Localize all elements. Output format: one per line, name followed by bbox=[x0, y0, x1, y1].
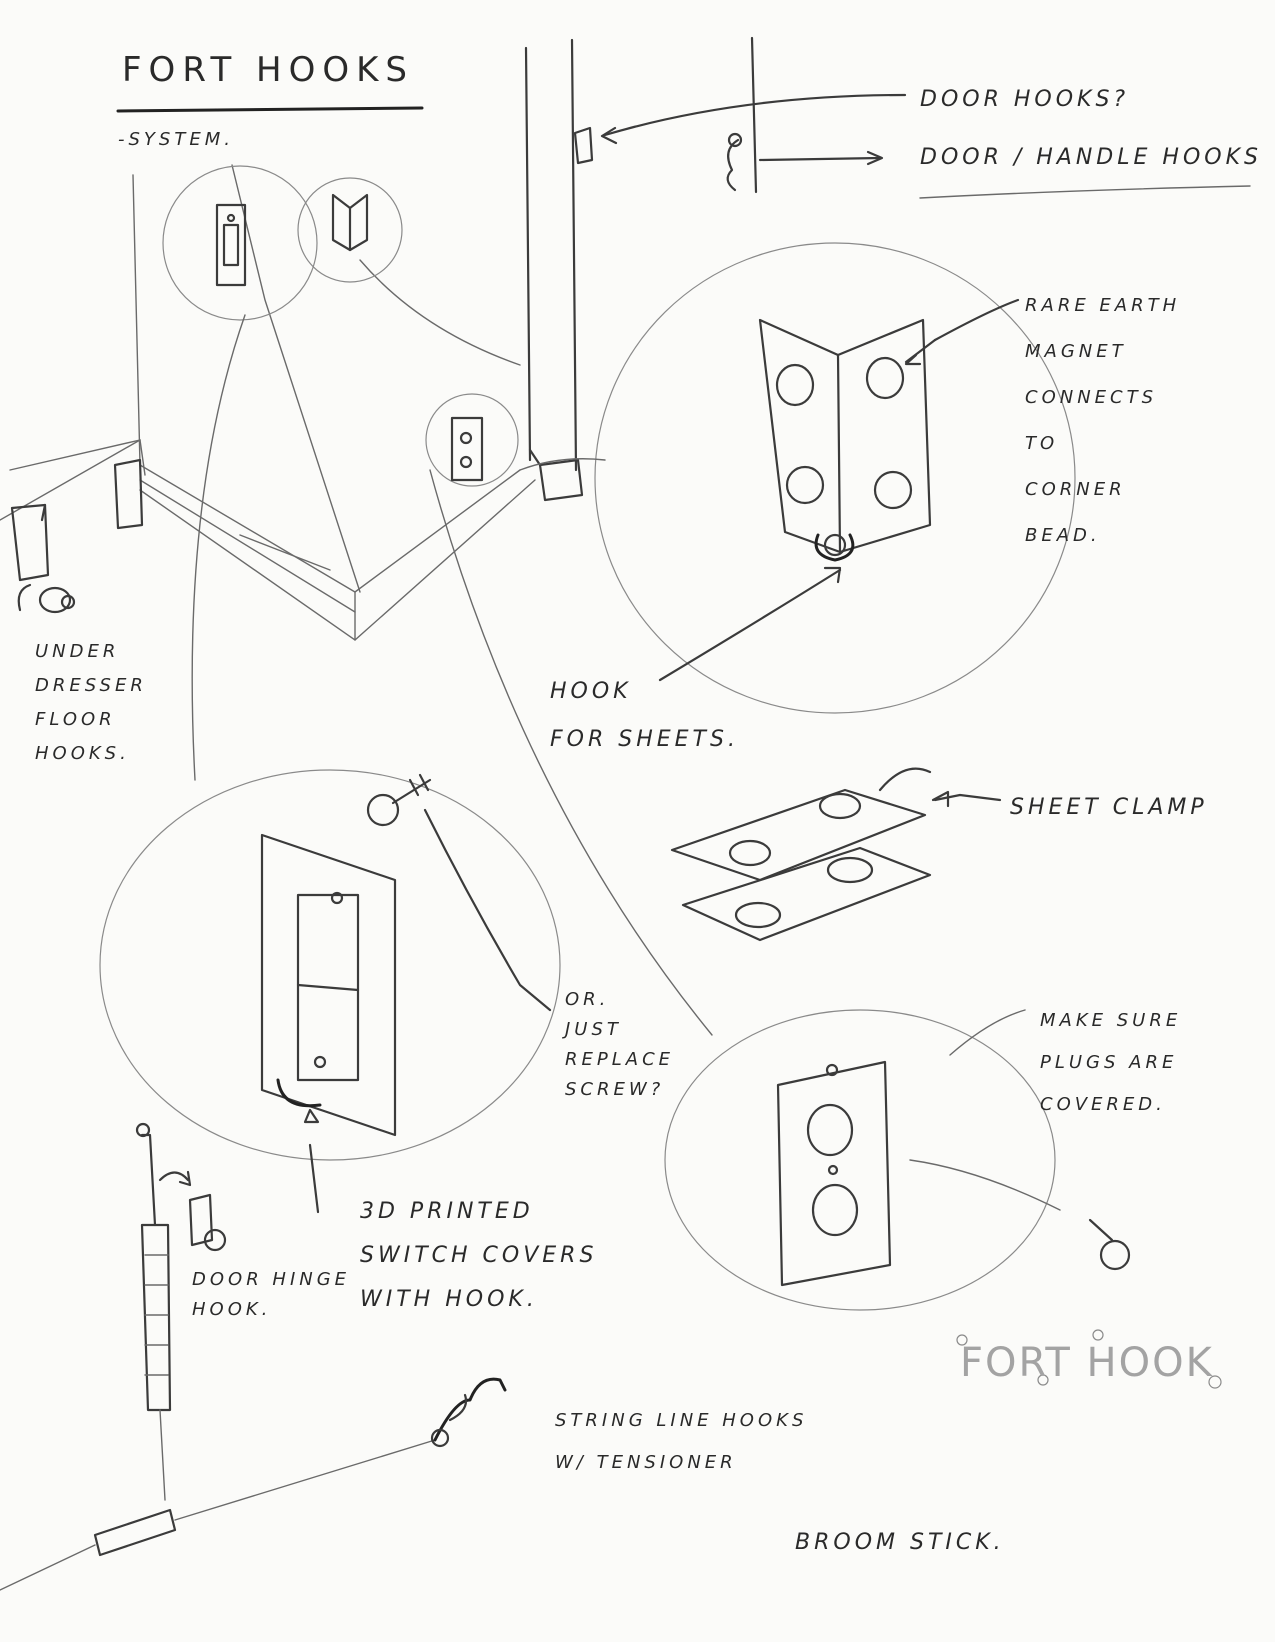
corner-zoom-circle bbox=[297, 177, 403, 283]
label-under-dresser: UNDER DRESSER FLOOR HOOKS. bbox=[35, 641, 147, 764]
label-sheet-clamp: SHEET CLAMP bbox=[1010, 795, 1208, 820]
label-door-hinge: DOOR HINGE HOOK. bbox=[192, 1269, 351, 1320]
title-underline bbox=[116, 106, 424, 113]
label-switch-covers: 3D PRINTED SWITCH COVERS WITH HOOK. bbox=[360, 1199, 598, 1312]
string-line-drawing bbox=[0, 1377, 507, 1591]
label-door-hooks: DOOR HOOKS? bbox=[920, 87, 1130, 112]
label-string-line: STRING LINE HOOKS W/ TENSIONER bbox=[555, 1410, 808, 1473]
door-hook-drawing bbox=[573, 36, 907, 194]
magnet-bracket-circle bbox=[519, 242, 1076, 714]
room-corner-drawing bbox=[0, 38, 584, 641]
door-hooks-divider bbox=[919, 185, 1251, 199]
fort-hook-logo: FORT HOOK bbox=[960, 1340, 1214, 1386]
switch-cover-circle bbox=[99, 769, 561, 1214]
outlet-cover-circle bbox=[664, 1009, 1131, 1311]
label-hook-for-sheets: HOOK FOR SHEETS. bbox=[550, 679, 739, 752]
label-magnet-note: RARE EARTH MAGNET CONNECTS TO CORNER BEA… bbox=[1025, 295, 1181, 546]
door-hinge-drawing bbox=[135, 1122, 227, 1501]
label-outlet-note: MAKE SURE PLUGS ARE COVERED. bbox=[1040, 1010, 1182, 1115]
label-broom-stick: BROOM STICK. bbox=[795, 1530, 1005, 1555]
page-subtitle: -SYSTEM. bbox=[118, 129, 234, 150]
connector-lines bbox=[191, 314, 713, 1036]
label-door-handle-hooks: DOOR / HANDLE HOOKS bbox=[920, 145, 1262, 170]
switch-zoom-circle bbox=[162, 165, 318, 321]
logo-marks bbox=[956, 1329, 1222, 1389]
outlet-zoom-circle bbox=[425, 393, 519, 487]
page-title: FORT HOOKS bbox=[122, 50, 415, 90]
floor-hook-drawing bbox=[10, 458, 144, 614]
sheet-clamp-drawing bbox=[670, 767, 1002, 942]
label-replace-screw: OR. JUST REPLACE SCREW? bbox=[565, 989, 675, 1100]
